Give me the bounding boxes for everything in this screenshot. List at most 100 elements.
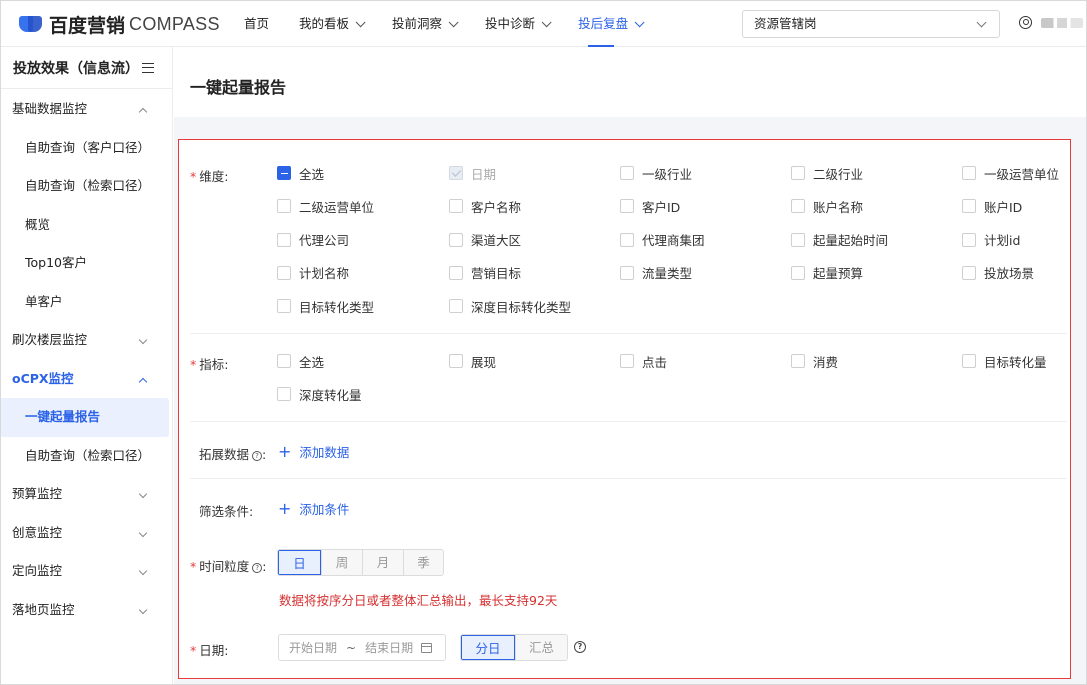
checkbox-box[interactable]: [277, 387, 291, 401]
dimension-checkbox[interactable]: 渠道大区: [449, 231, 521, 249]
nav-post-review[interactable]: 投后复盘: [578, 1, 645, 48]
checkbox-box[interactable]: [277, 232, 291, 247]
checkbox-box[interactable]: [449, 166, 463, 180]
checkbox-box[interactable]: [791, 199, 805, 214]
checkbox-box[interactable]: [277, 166, 291, 180]
dimension-checkbox[interactable]: 二级运营单位: [277, 197, 374, 215]
dimension-checkbox[interactable]: 一级运营单位: [962, 164, 1059, 182]
checkbox-box[interactable]: [620, 354, 634, 368]
checkbox-box[interactable]: [791, 166, 805, 180]
dimension-checkbox-label: 二级运营单位: [299, 199, 375, 215]
end-date-input[interactable]: 结束日期: [365, 641, 414, 655]
metric-checkbox[interactable]: 消费: [791, 352, 838, 370]
dimension-checkbox[interactable]: 账户名称: [791, 197, 863, 215]
checkbox-box[interactable]: [277, 199, 291, 214]
sidebar-group-budget-monitor[interactable]: 预算监控: [1, 475, 173, 514]
menu-icon[interactable]: [142, 63, 154, 73]
user-name-redacted[interactable]: [1041, 18, 1083, 28]
dimension-checkbox[interactable]: 计划id: [962, 231, 1020, 249]
help-icon[interactable]: ?: [252, 451, 263, 461]
checkbox-box[interactable]: [620, 166, 634, 180]
sidebar-item-one-click-report[interactable]: 一键起量报告: [1, 398, 169, 437]
checkbox-box[interactable]: [449, 265, 463, 280]
dimension-checkbox[interactable]: 代理公司: [277, 231, 349, 249]
checkbox-box[interactable]: [449, 299, 463, 314]
granularity-day[interactable]: 日: [278, 550, 321, 575]
checkbox-box[interactable]: [620, 199, 634, 214]
dimension-checkbox[interactable]: 二级行业: [791, 164, 863, 182]
checkbox-box[interactable]: [962, 199, 976, 214]
checkbox-box[interactable]: [791, 265, 805, 280]
dimension-checkbox[interactable]: 计划名称: [277, 264, 349, 282]
sidebar-item-self-query-customer[interactable]: 自助查询（客户口径）: [1, 129, 173, 168]
checkbox-box[interactable]: [791, 354, 805, 368]
metric-checkbox[interactable]: 目标转化量: [962, 352, 1047, 370]
date-range-picker[interactable]: 开始日期 ~ 结束日期: [278, 634, 446, 661]
nav-mid-diagnosis[interactable]: 投中诊断: [485, 1, 552, 47]
metric-checkbox[interactable]: 展现: [449, 352, 496, 370]
sidebar-group-basic-monitor[interactable]: 基础数据监控: [1, 90, 173, 129]
sidebar-group-targeting-monitor[interactable]: 定向监控: [1, 552, 173, 591]
checkbox-box[interactable]: [277, 354, 291, 368]
sidebar-group-landing-monitor[interactable]: 落地页监控: [1, 591, 173, 630]
checkbox-box[interactable]: [962, 354, 976, 368]
checkbox-box[interactable]: [962, 166, 976, 180]
sidebar-item-single-customer[interactable]: 单客户: [1, 283, 173, 322]
metric-checkbox[interactable]: 全选: [277, 352, 324, 370]
sidebar-group-creative-monitor[interactable]: 创意监控: [1, 514, 173, 553]
dimension-checkbox[interactable]: 客户名称: [449, 197, 521, 215]
metric-checkbox[interactable]: 深度转化量: [277, 385, 362, 403]
sidebar-item-self-query-search[interactable]: 自助查询（检索口径）: [1, 167, 173, 206]
date-mode-daily[interactable]: 分日: [461, 635, 515, 660]
user-circle-icon[interactable]: [1019, 16, 1032, 29]
add-data-button[interactable]: +添加数据: [278, 442, 349, 461]
sidebar-item-overview[interactable]: 概览: [1, 206, 173, 245]
checkbox-box[interactable]: [962, 265, 976, 280]
dimension-checkbox[interactable]: 账户ID: [962, 197, 1022, 215]
nav-pre-insight[interactable]: 投前洞察: [392, 1, 459, 47]
logo[interactable]: 百度营销 COMPASS: [19, 12, 220, 37]
dimension-checkbox[interactable]: 日期: [449, 164, 496, 182]
granularity-month[interactable]: 月: [362, 550, 403, 575]
checkbox-box[interactable]: [449, 354, 463, 368]
help-icon[interactable]: ?: [574, 641, 586, 653]
dimension-checkbox[interactable]: 一级行业: [620, 164, 692, 182]
checkbox-box[interactable]: [277, 299, 291, 314]
checkbox-box[interactable]: [620, 265, 634, 280]
sidebar-group-ocpx-monitor[interactable]: oCPX监控: [1, 360, 173, 399]
sidebar-item-self-query-search-ocpx[interactable]: 自助查询（检索口径）: [1, 437, 173, 476]
nav-home[interactable]: 首页: [244, 1, 269, 47]
help-icon[interactable]: ?: [252, 563, 263, 573]
dimension-checkbox[interactable]: 起量预算: [791, 264, 863, 282]
sidebar-item-label: 刷次楼层监控: [12, 332, 88, 347]
granularity-week[interactable]: 周: [321, 550, 362, 575]
dimension-checkbox[interactable]: 营销目标: [449, 264, 521, 282]
checkbox-box[interactable]: [962, 232, 976, 247]
checkbox-box[interactable]: [449, 199, 463, 214]
dimension-checkbox[interactable]: 目标转化类型: [277, 297, 374, 315]
sidebar-group-floor-monitor[interactable]: 刷次楼层监控: [1, 321, 173, 360]
dimension-checkbox[interactable]: 客户ID: [620, 197, 680, 215]
dimension-checkbox[interactable]: 起量起始时间: [791, 231, 888, 249]
dimension-checkbox[interactable]: 流量类型: [620, 264, 692, 282]
add-condition-button[interactable]: +添加条件: [278, 499, 349, 518]
metric-checkbox[interactable]: 点击: [620, 352, 667, 370]
checkbox-box[interactable]: [791, 232, 805, 247]
role-select[interactable]: 资源管辖岗: [742, 10, 1000, 38]
dimension-checkbox[interactable]: 投放场景: [962, 264, 1034, 282]
dimension-checkbox[interactable]: 代理商集团: [620, 231, 705, 249]
dimension-checkbox[interactable]: 深度目标转化类型: [449, 297, 571, 315]
chevron-down-icon: [976, 17, 987, 28]
checkbox-box[interactable]: [449, 232, 463, 247]
nav-my-board[interactable]: 我的看板: [299, 1, 366, 47]
sidebar-item-top10[interactable]: Top10客户: [1, 244, 173, 283]
start-date-input[interactable]: 开始日期: [289, 641, 338, 655]
metric-checkbox-label: 展现: [471, 354, 497, 370]
checkbox-box[interactable]: [277, 265, 291, 280]
date-mode-summary[interactable]: 汇总: [515, 635, 567, 660]
granularity-quarter[interactable]: 季: [403, 550, 443, 575]
dimension-checkbox[interactable]: 全选: [277, 164, 324, 182]
checkbox-box[interactable]: [620, 232, 634, 247]
sidebar-menu: 基础数据监控 自助查询（客户口径） 自助查询（检索口径） 概览 Top10客户 …: [1, 90, 173, 629]
sidebar-item-label: 基础数据监控: [12, 101, 88, 116]
